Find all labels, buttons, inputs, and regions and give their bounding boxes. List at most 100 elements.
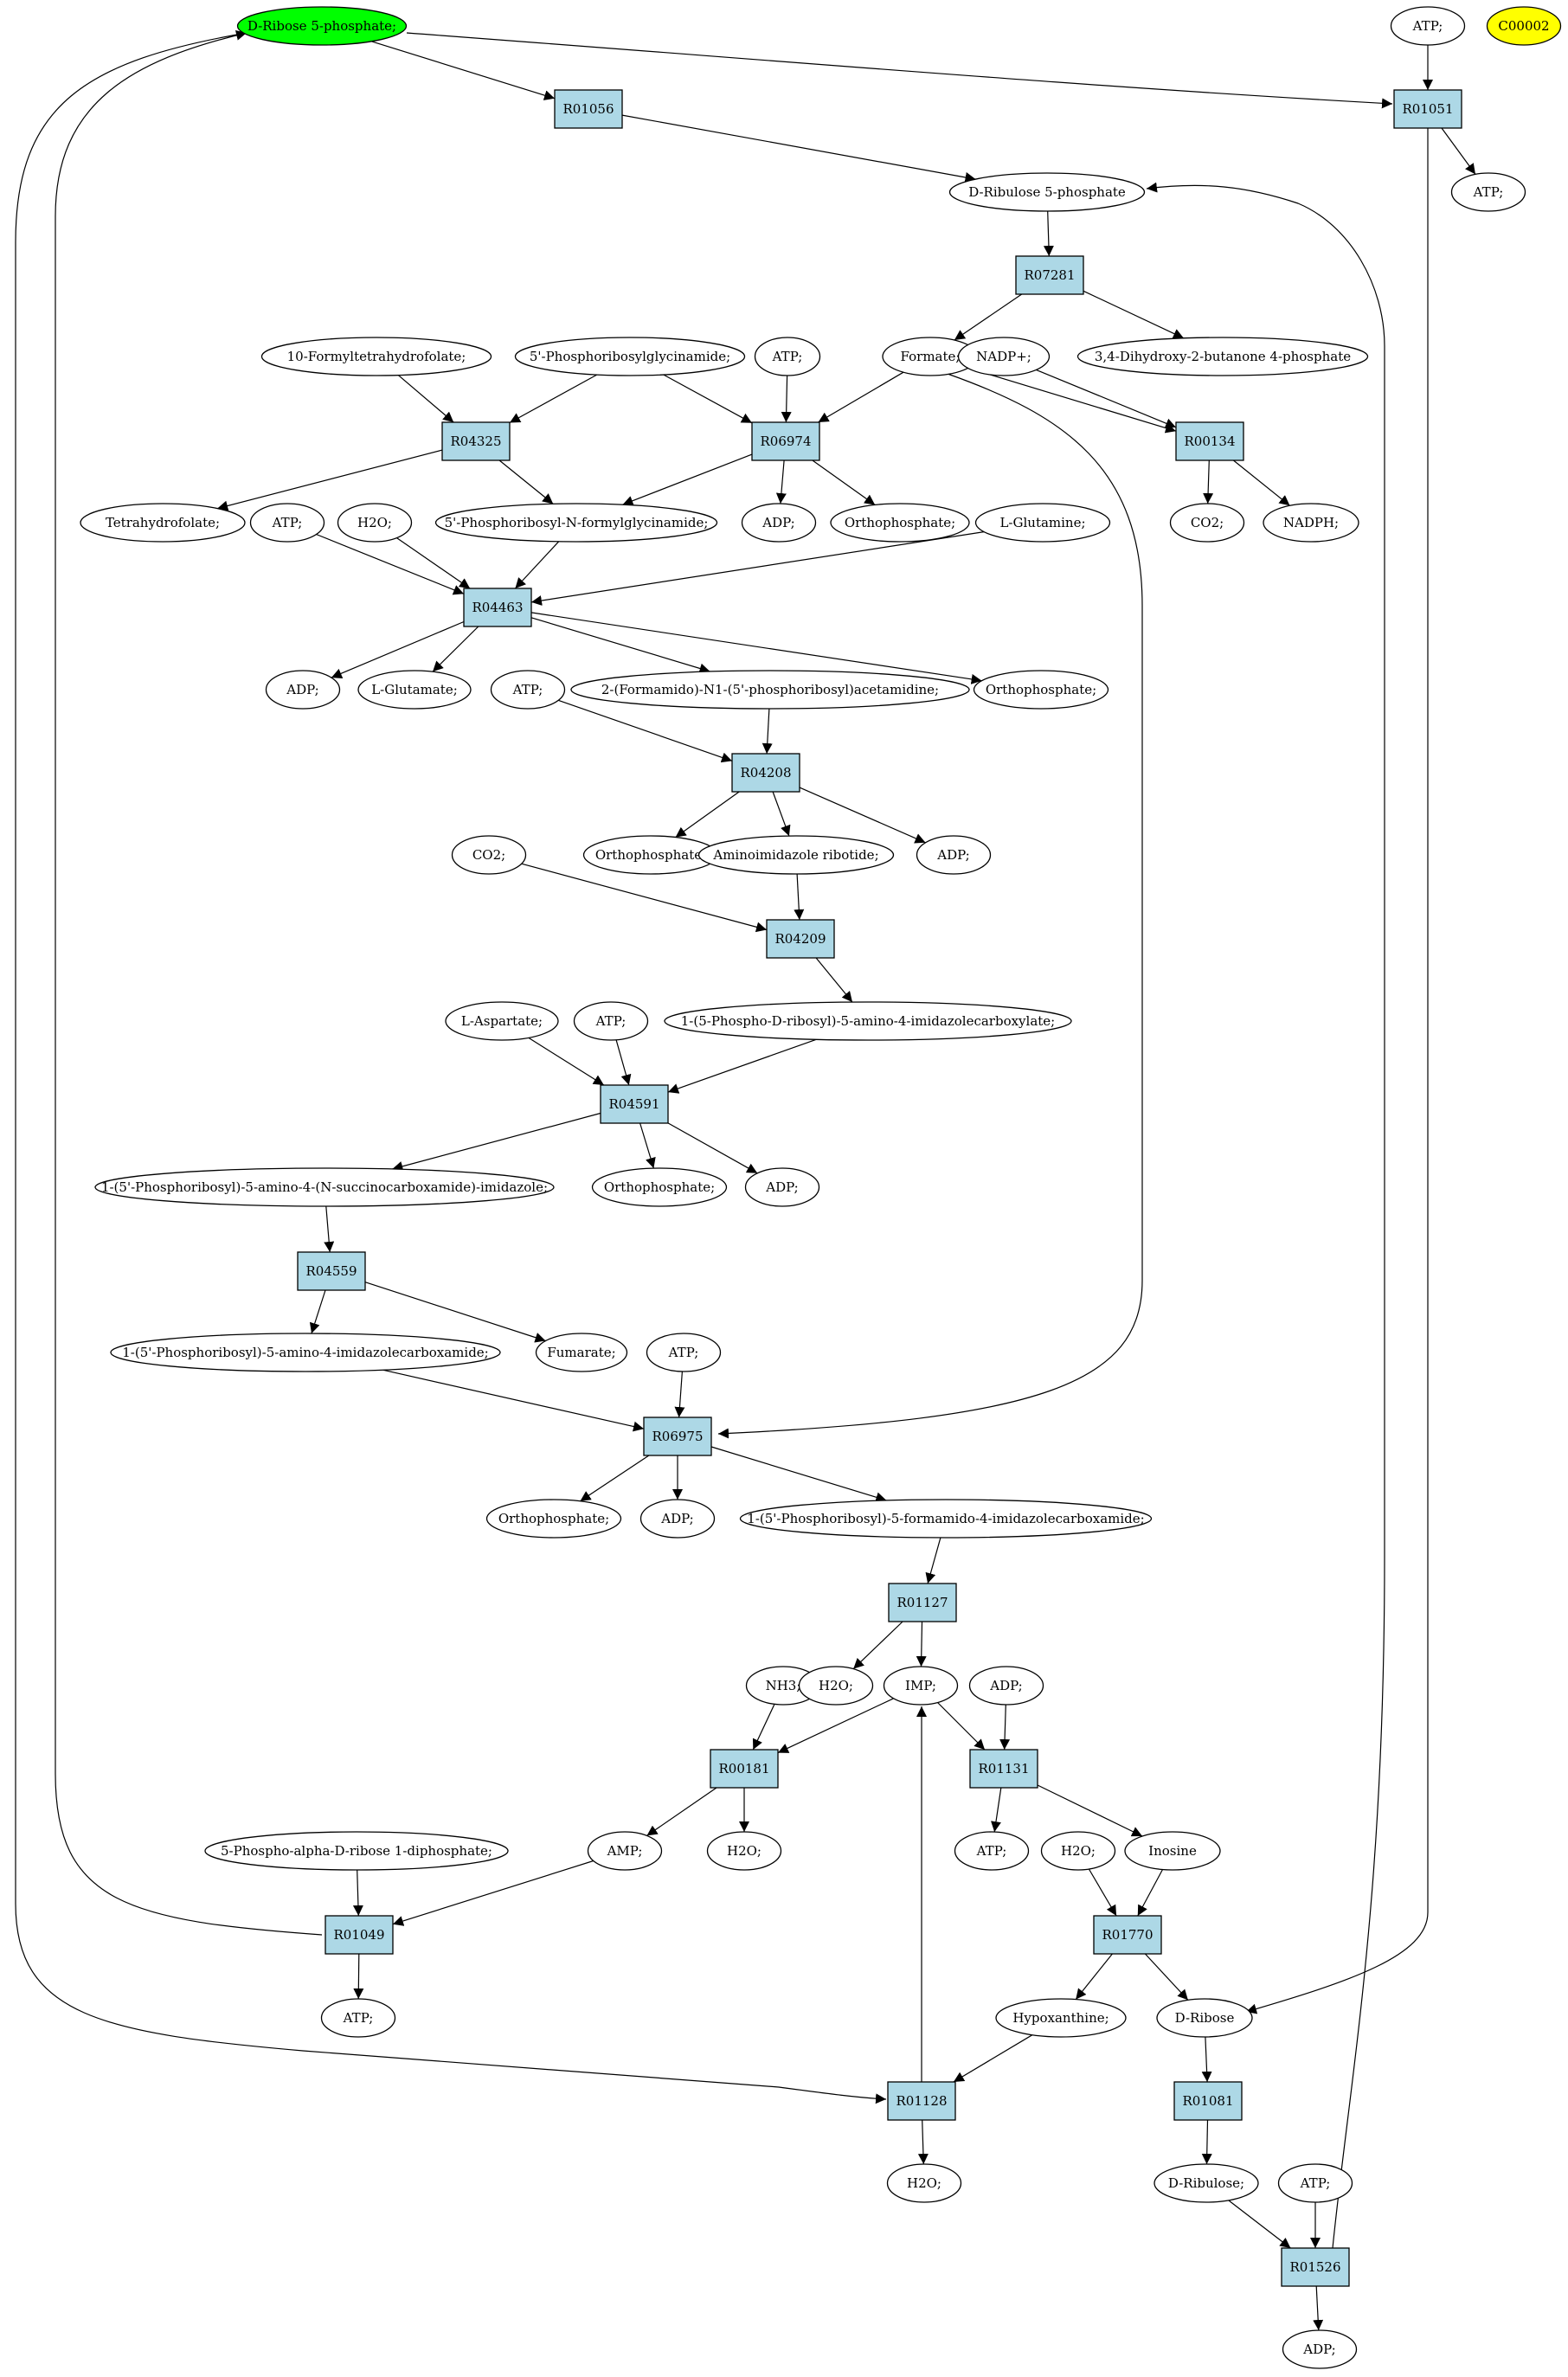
reaction-box	[1093, 1915, 1162, 1955]
compound-node-glu[interactable]: L-Glutamate;	[357, 670, 472, 710]
compound-node-atp_b[interactable]: ATP;	[1450, 172, 1526, 212]
compound-ellipse	[80, 503, 246, 543]
compound-node-h2o_a[interactable]: H2O;	[337, 503, 413, 543]
reaction-node-R04463[interactable]: R04463	[463, 588, 532, 627]
compound-node-h2o_e[interactable]: H2O;	[886, 2163, 962, 2203]
node-label: Orthophosphate;	[595, 847, 706, 863]
compound-node-imp[interactable]: IMP;	[883, 1666, 959, 1706]
compound-node-faicar[interactable]: 1-(5'-Phosphoribosyl)-5-formamido-4-imid…	[739, 1499, 1153, 1539]
edge-R04463-to-fgam	[530, 617, 710, 674]
compound-node-saicar[interactable]: 1-(5'-Phosphoribosyl)-5-amino-4-(N-succi…	[94, 1167, 555, 1207]
compound-node-adp_h[interactable]: ADP;	[1282, 2329, 1358, 2369]
compound-node-fgam[interactable]: 2-(Formamido)-N1-(5'-phosphoribosyl)acet…	[570, 670, 970, 710]
compound-node-asp[interactable]: L-Aspartate;	[445, 1001, 559, 1041]
compound-node-atp_c[interactable]: ATP;	[754, 337, 821, 376]
compound-node-inosine[interactable]: Inosine	[1124, 1831, 1221, 1871]
compound-node-nadp[interactable]: NADP+;	[957, 337, 1051, 376]
reaction-node-R04208[interactable]: R04208	[731, 753, 800, 793]
node-label: 1-(5-Phospho-D-ribosyl)-5-amino-4-imidaz…	[681, 1013, 1055, 1029]
compound-node-adp_c[interactable]: ADP;	[265, 670, 341, 710]
compound-node-pi_d[interactable]: Orthophosphate;	[591, 1167, 728, 1207]
reaction-node-R00134[interactable]: R00134	[1175, 421, 1244, 461]
compound-node-atp_e[interactable]: ATP;	[490, 670, 566, 710]
edge-co2_b-to-R04209	[521, 863, 768, 933]
compound-node-adp_g[interactable]: ADP;	[968, 1666, 1044, 1706]
compound-node-pi_e[interactable]: Orthophosphate;	[485, 1499, 622, 1539]
compound-ellipse	[1486, 6, 1562, 46]
compound-node-atp_j[interactable]: ATP;	[1277, 2163, 1353, 2203]
reaction-node-R07281[interactable]: R07281	[1015, 255, 1084, 295]
compound-node-nadph[interactable]: NADPH;	[1263, 503, 1359, 543]
compound-ellipse	[573, 1001, 649, 1041]
compound-node-adp_e[interactable]: ADP;	[744, 1167, 820, 1207]
compound-node-formylthf[interactable]: 10-Formyltetrahydrofolate;	[260, 337, 492, 376]
compound-node-h2o_d[interactable]: H2O;	[1040, 1831, 1116, 1871]
node-label: 5-Phospho-alpha-D-ribose 1-diphosphate;	[221, 1843, 492, 1859]
edge-h2o_d-to-R01770	[1088, 1868, 1117, 1917]
compound-node-adp_f[interactable]: ADP;	[639, 1499, 716, 1539]
compound-node-air[interactable]: Aminoimidazole ribotide;	[697, 835, 895, 875]
reaction-node-R06975[interactable]: R06975	[643, 1417, 712, 1456]
compound-node-adp_d[interactable]: ADP;	[916, 835, 992, 875]
reaction-node-R01127[interactable]: R01127	[888, 1583, 957, 1622]
node-label: R01049	[333, 1927, 384, 1943]
reaction-node-R01056[interactable]: R01056	[554, 89, 623, 129]
reaction-node-R00181[interactable]: R00181	[710, 1749, 779, 1789]
compound-node-c00002[interactable]: C00002	[1486, 6, 1562, 46]
compound-node-dhbp[interactable]: 3,4-Dihydroxy-2-butanone 4-phosphate	[1076, 337, 1369, 376]
compound-node-atp_g[interactable]: ATP;	[646, 1333, 722, 1372]
reaction-node-R01770[interactable]: R01770	[1093, 1915, 1162, 1955]
compound-node-pi_c[interactable]: Orthophosphate;	[582, 835, 719, 875]
reaction-node-R01131[interactable]: R01131	[969, 1749, 1038, 1789]
compound-node-pi_b[interactable]: Orthophosphate;	[973, 670, 1109, 710]
compound-node-prpp[interactable]: 5-Phospho-alpha-D-ribose 1-diphosphate;	[204, 1831, 509, 1871]
compound-node-gln[interactable]: L-Glutamine;	[974, 503, 1111, 543]
compound-node-hypox[interactable]: Hypoxanthine;	[995, 1998, 1127, 2038]
edge-h2o_a-to-R04463	[396, 537, 471, 589]
reaction-box	[1173, 2081, 1243, 2121]
compound-node-atp_i[interactable]: ATP;	[320, 1998, 396, 2038]
node-label: D-Ribulose;	[1168, 2175, 1244, 2191]
compound-node-ribulose5p[interactable]: D-Ribulose 5-phosphate	[948, 172, 1146, 212]
compound-node-cair[interactable]: 1-(5-Phospho-D-ribosyl)-5-amino-4-imidaz…	[664, 1001, 1072, 1041]
compound-node-fgar[interactable]: 5'-Phosphoribosyl-N-formylglycinamide;	[434, 503, 718, 543]
compound-node-pi_a[interactable]: Orthophosphate;	[830, 503, 970, 543]
compound-node-ribulose[interactable]: D-Ribulose;	[1154, 2163, 1259, 2203]
compound-node-nh3[interactable]: NH3;	[745, 1666, 821, 1706]
compound-node-atp_f[interactable]: ATP;	[573, 1001, 649, 1041]
reaction-node-R04559[interactable]: R04559	[297, 1251, 366, 1291]
compound-node-co2_a[interactable]: CO2;	[1169, 503, 1245, 543]
reaction-node-R04325[interactable]: R04325	[441, 421, 511, 461]
compound-ellipse	[514, 337, 746, 376]
compound-node-fum[interactable]: Fumarate;	[535, 1333, 628, 1372]
node-label: ADP;	[936, 847, 969, 863]
node-label: R01056	[562, 101, 614, 117]
reaction-node-R01049[interactable]: R01049	[325, 1915, 394, 1955]
reaction-node-R01081[interactable]: R01081	[1173, 2081, 1243, 2121]
edges-layer	[15, 29, 1476, 2331]
compound-node-atp_a[interactable]: ATP;	[1390, 6, 1466, 46]
compound-node-formate[interactable]: Formate;	[882, 337, 979, 376]
reaction-node-R04591[interactable]: R04591	[600, 1084, 669, 1124]
compound-node-h2o_b[interactable]: H2O;	[798, 1666, 874, 1706]
node-label: ATP;	[668, 1345, 699, 1360]
compound-ellipse	[916, 835, 992, 875]
reaction-node-R01051[interactable]: R01051	[1393, 89, 1462, 129]
compound-node-prgly[interactable]: 5'-Phosphoribosylglycinamide;	[514, 337, 746, 376]
compound-node-ribose5p[interactable]: D-Ribose 5-phosphate;	[236, 6, 408, 46]
compound-node-co2_b[interactable]: CO2;	[451, 835, 527, 875]
compound-node-ribose[interactable]: D-Ribose	[1156, 1998, 1253, 2038]
reaction-node-R01128[interactable]: R01128	[887, 2081, 956, 2121]
reaction-node-R06974[interactable]: R06974	[751, 421, 820, 461]
reaction-node-R01526[interactable]: R01526	[1281, 2247, 1350, 2287]
compound-node-thf[interactable]: Tetrahydrofolate;	[80, 503, 246, 543]
compound-node-atp_h[interactable]: ATP;	[954, 1831, 1030, 1871]
compound-node-atp_d[interactable]: ATP;	[249, 503, 325, 543]
reaction-node-R04209[interactable]: R04209	[766, 919, 835, 959]
compound-node-amp[interactable]: AMP;	[587, 1831, 663, 1871]
edge-R01131-to-atp_h	[991, 1787, 1002, 1833]
compound-node-aicar[interactable]: 1-(5'-Phosphoribosyl)-5-amino-4-imidazol…	[110, 1333, 501, 1372]
edge-R01056-to-ribulose5p	[621, 114, 976, 183]
compound-node-adp_b[interactable]: ADP;	[741, 503, 817, 543]
compound-node-h2o_c[interactable]: H2O;	[706, 1831, 782, 1871]
